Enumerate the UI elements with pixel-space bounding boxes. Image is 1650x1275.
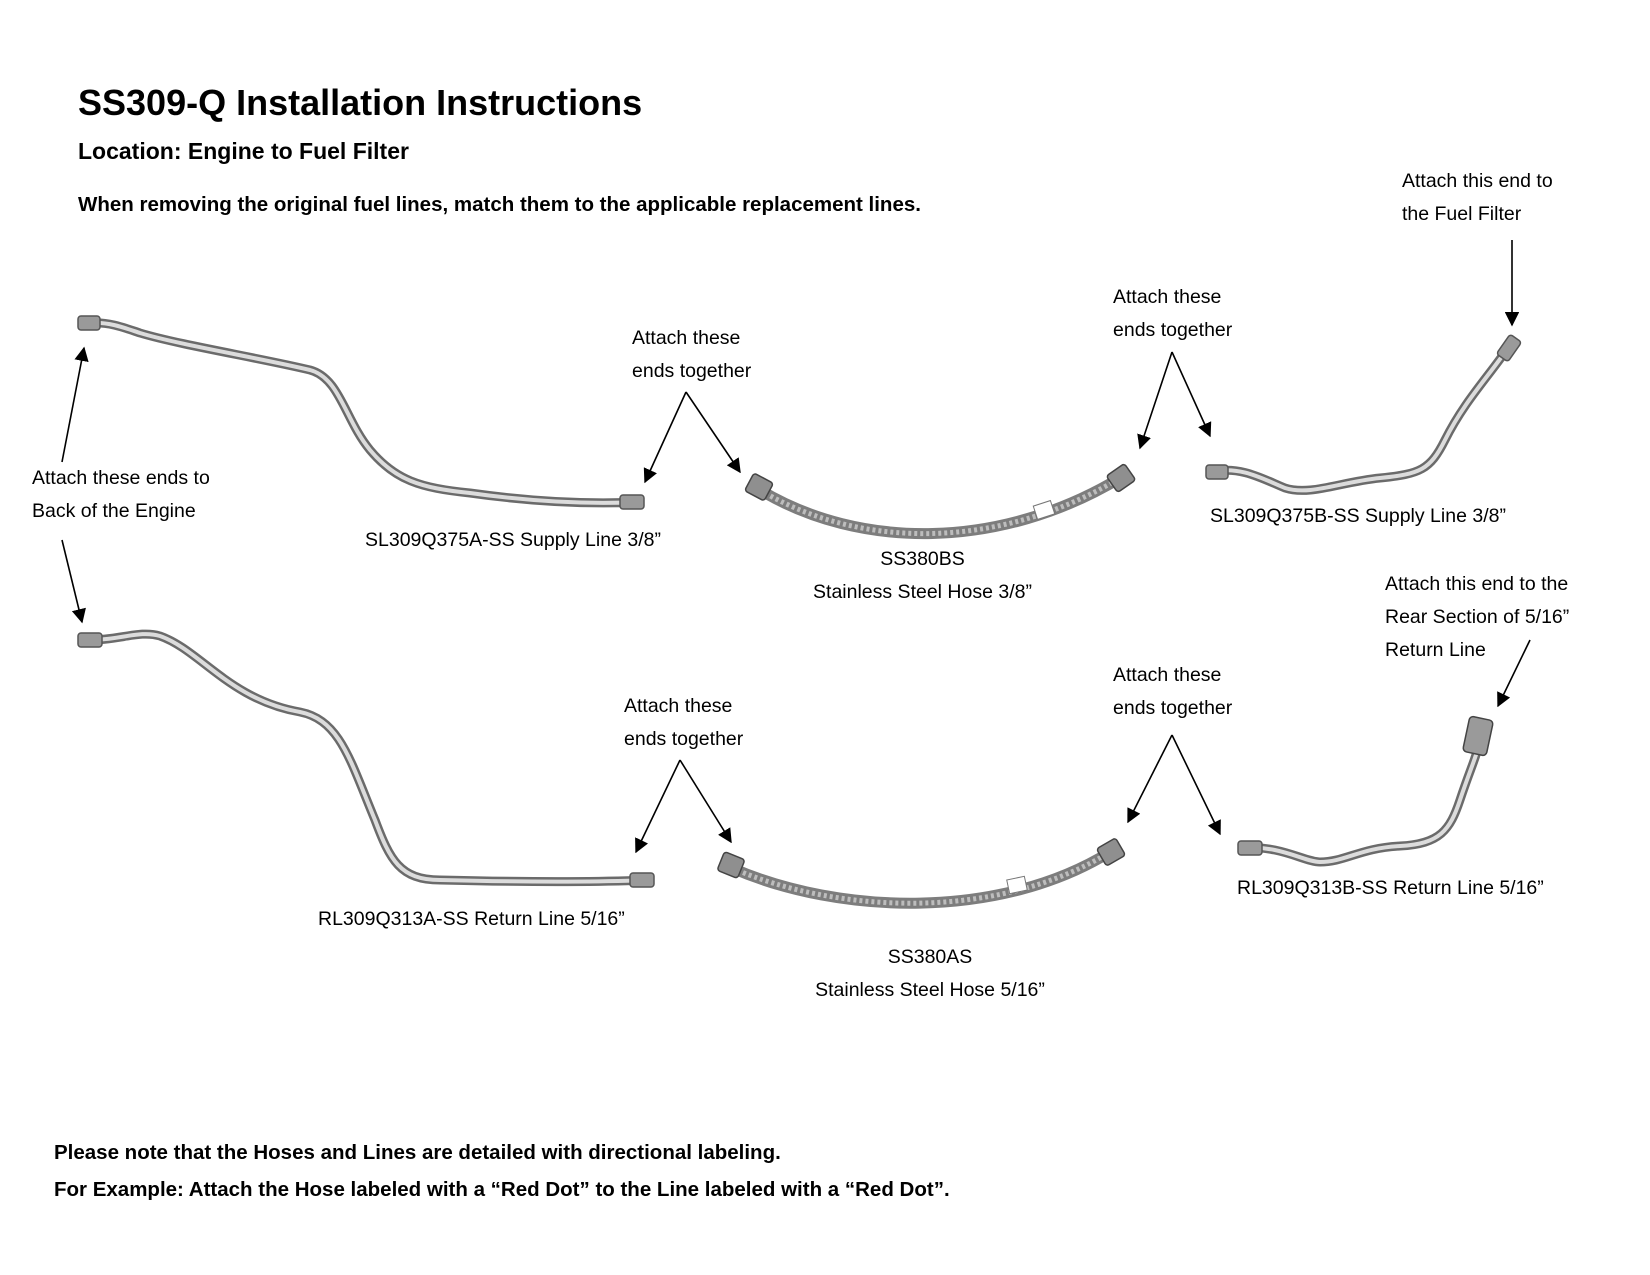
label-engine-back: Attach these ends to Back of the Engine [32, 467, 210, 522]
part-label-return-a: RL309Q313A-SS Return Line 5/16” [318, 908, 625, 930]
footer-note-line-2: For Example: Attach the Hose labeled wit… [54, 1178, 950, 1201]
footer-note-line-1: Please note that the Hoses and Lines are… [54, 1141, 781, 1164]
part-label-return-b: RL309Q313B-SS Return Line 5/16” [1237, 877, 1544, 899]
supply-line-a-graphic [77, 315, 645, 510]
supply-line-b-graphic [1205, 334, 1522, 495]
label-rear-section: Attach this end to the Rear Section of 5… [1385, 573, 1570, 661]
label-fuel-filter: Attach this end to the Fuel Filter [1402, 170, 1553, 225]
instruction-text: When removing the original fuel lines, m… [78, 193, 921, 216]
label-attach-together-4: Attach these ends together [1113, 664, 1233, 719]
part-label-hose-bs: SS380BS Stainless Steel Hose 3/8” [813, 548, 1032, 603]
part-label-supply-a: SL309Q375A-SS Supply Line 3/8” [365, 529, 661, 551]
label-attach-together-2: Attach these ends together [1113, 286, 1233, 341]
callout-arrows [61, 240, 1531, 854]
return-line-b-graphic [1237, 715, 1494, 867]
footer-note: Please note that the Hoses and Lines are… [54, 1134, 950, 1208]
location-subtitle: Location: Engine to Fuel Filter [78, 138, 409, 164]
part-label-supply-b: SL309Q375B-SS Supply Line 3/8” [1210, 505, 1506, 527]
label-attach-together-1: Attach these ends together [632, 327, 752, 382]
page-title: SS309-Q Installation Instructions [78, 82, 643, 123]
hose-ss380bs-graphic [744, 463, 1136, 539]
part-label-hose-as: SS380AS Stainless Steel Hose 5/16” [815, 946, 1045, 1001]
return-line-a-graphic [77, 629, 655, 888]
label-attach-together-3: Attach these ends together [624, 695, 744, 750]
hose-ss380as-graphic [717, 838, 1126, 909]
